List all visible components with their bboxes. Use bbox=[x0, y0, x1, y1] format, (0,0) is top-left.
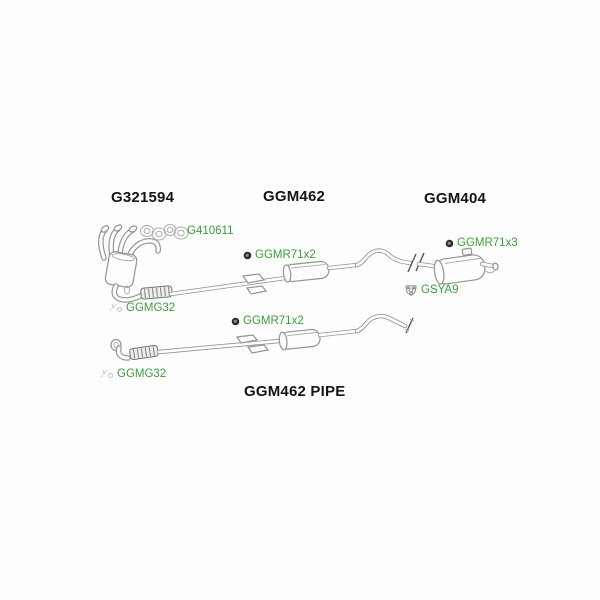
intermediate-pipe-drawing bbox=[326, 248, 413, 271]
rubber-mount-icon bbox=[243, 251, 252, 260]
part-label-mount-pipe[interactable]: GGMR71x2 bbox=[231, 315, 304, 327]
gasket-ring-icon bbox=[404, 283, 418, 297]
part-number-text: GGMG32 bbox=[117, 367, 167, 380]
heading-rear-part-number[interactable]: GGM404 bbox=[424, 190, 487, 207]
manifold-catalyst-drawing bbox=[98, 224, 161, 303]
part-label-gasket-rear[interactable]: GSYA9 bbox=[404, 283, 459, 297]
part-number-text: GGMR71x3 bbox=[457, 237, 518, 249]
heading-manifold-part-number[interactable]: G321594 bbox=[111, 189, 175, 206]
part-label-fitting-kit-lower[interactable]: GGMG32 bbox=[99, 367, 166, 380]
part-label-fitting-kit-upper[interactable]: GGMG32 bbox=[108, 301, 175, 314]
rear-silencer-drawing bbox=[433, 247, 499, 285]
rubber-mount-icon bbox=[231, 317, 240, 326]
front-pipe-assembly-drawing bbox=[110, 313, 415, 361]
fitting-kit-icon bbox=[99, 367, 114, 380]
part-number-text: GGMG32 bbox=[126, 301, 176, 314]
heading-center-part-number[interactable]: GGM462 bbox=[263, 188, 326, 205]
part-label-mount-center[interactable]: GGMR71x2 bbox=[243, 249, 316, 261]
gasket-rings-drawing bbox=[140, 224, 189, 241]
pipe-break-marks bbox=[407, 252, 436, 273]
center-pipe-drawing bbox=[168, 273, 288, 297]
part-number-text: GSYA9 bbox=[421, 284, 459, 296]
front-flex-drawing bbox=[140, 285, 173, 300]
part-label-gasket-set[interactable]: G410611 bbox=[187, 225, 233, 237]
part-number-text: GGMR71x2 bbox=[255, 249, 316, 261]
heading-pipe-part-number[interactable]: GGM462 PIPE bbox=[244, 383, 346, 400]
part-label-mount-rear[interactable]: GGMR71x3 bbox=[445, 237, 518, 249]
part-number-text: G410611 bbox=[187, 225, 234, 237]
fitting-kit-icon bbox=[108, 301, 123, 314]
rubber-mount-icon bbox=[445, 239, 454, 248]
part-number-text: GGMR71x2 bbox=[243, 315, 304, 327]
center-silencer-drawing bbox=[282, 260, 330, 283]
